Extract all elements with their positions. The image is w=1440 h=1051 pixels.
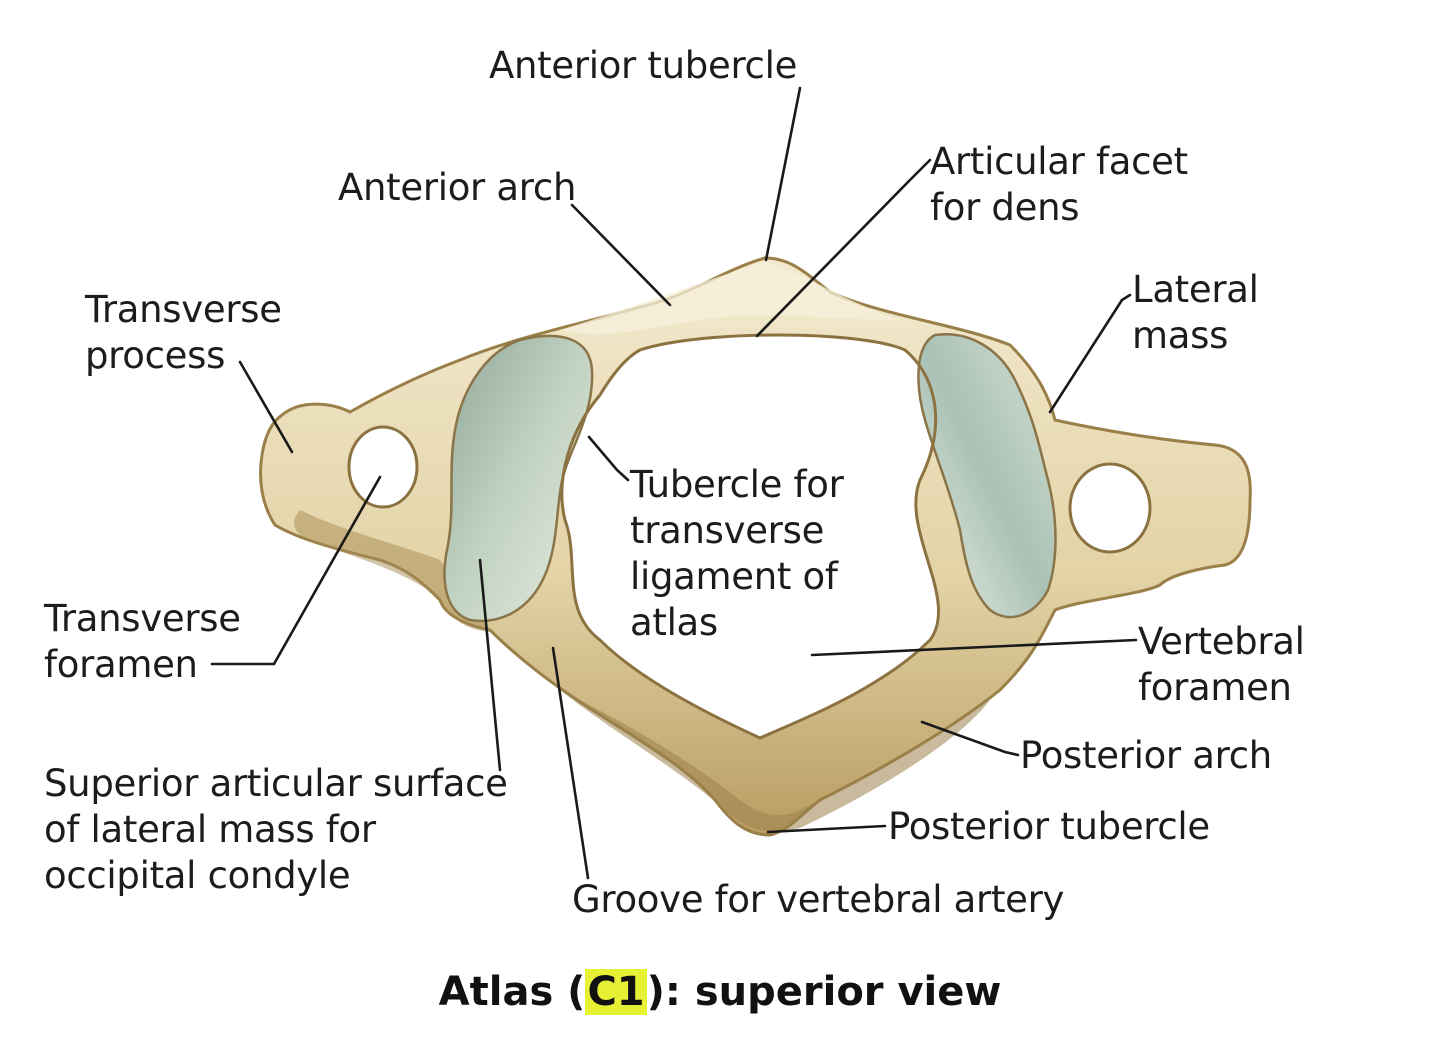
label-lateral-mass: Lateral mass: [1132, 268, 1259, 357]
leader-groove-vertebral-artery: [551, 646, 590, 880]
label-anterior-tubercle: Anterior tubercle: [489, 44, 798, 87]
left-transverse-foramen-rim: [347, 425, 419, 509]
leader-transverse-process: [238, 360, 294, 454]
label-articular-facet-for-dens: Articular facet for dens: [930, 140, 1188, 229]
leader-superior-articular-surface: [478, 558, 502, 772]
leader-posterior-tubercle: [766, 824, 887, 834]
label-superior-articular-surface: Superior articular surface of lateral ma…: [44, 762, 508, 897]
label-anterior-arch: Anterior arch: [338, 166, 577, 209]
left-articular-facet: [443, 334, 594, 623]
right-transverse-foramen-rim: [1068, 462, 1152, 554]
leader-posterior-arch: [920, 720, 1020, 757]
posterior-arch-shadow: [560, 690, 990, 832]
vertebral-foramen-rim: [560, 333, 941, 740]
leader-vertebral-foramen: [810, 638, 1138, 657]
anterior-arch-highlight: [560, 262, 900, 335]
label-posterior-arch: Posterior arch: [1020, 734, 1272, 777]
label-groove-for-vertebral-artery: Groove for vertebral artery: [572, 878, 1065, 921]
leader-lateral-mass: [1048, 293, 1132, 414]
label-transverse-process: Transverse process: [85, 288, 282, 377]
label-transverse-foramen: Transverse foramen: [44, 597, 241, 686]
leader-anterior-tubercle: [764, 86, 802, 262]
leader-transverse-foramen: [210, 475, 382, 666]
caption-suffix: ): superior view: [646, 969, 1002, 1015]
leader-anterior-arch: [570, 203, 672, 307]
figure-caption: Atlas (C1): superior view: [0, 966, 1440, 1018]
caption-prefix: Atlas (: [438, 969, 586, 1015]
label-vertebral-foramen: Vertebral foramen: [1138, 620, 1305, 709]
caption-highlight-c1: C1: [585, 969, 647, 1015]
label-posterior-tubercle: Posterior tubercle: [888, 805, 1210, 848]
right-articular-facet: [917, 332, 1057, 619]
leader-tubercle-transverse-ligament: [587, 435, 630, 482]
leader-articular-facet: [755, 158, 932, 338]
label-tubercle-for-transverse-ligament: Tubercle for transverse ligament of atla…: [630, 463, 844, 644]
